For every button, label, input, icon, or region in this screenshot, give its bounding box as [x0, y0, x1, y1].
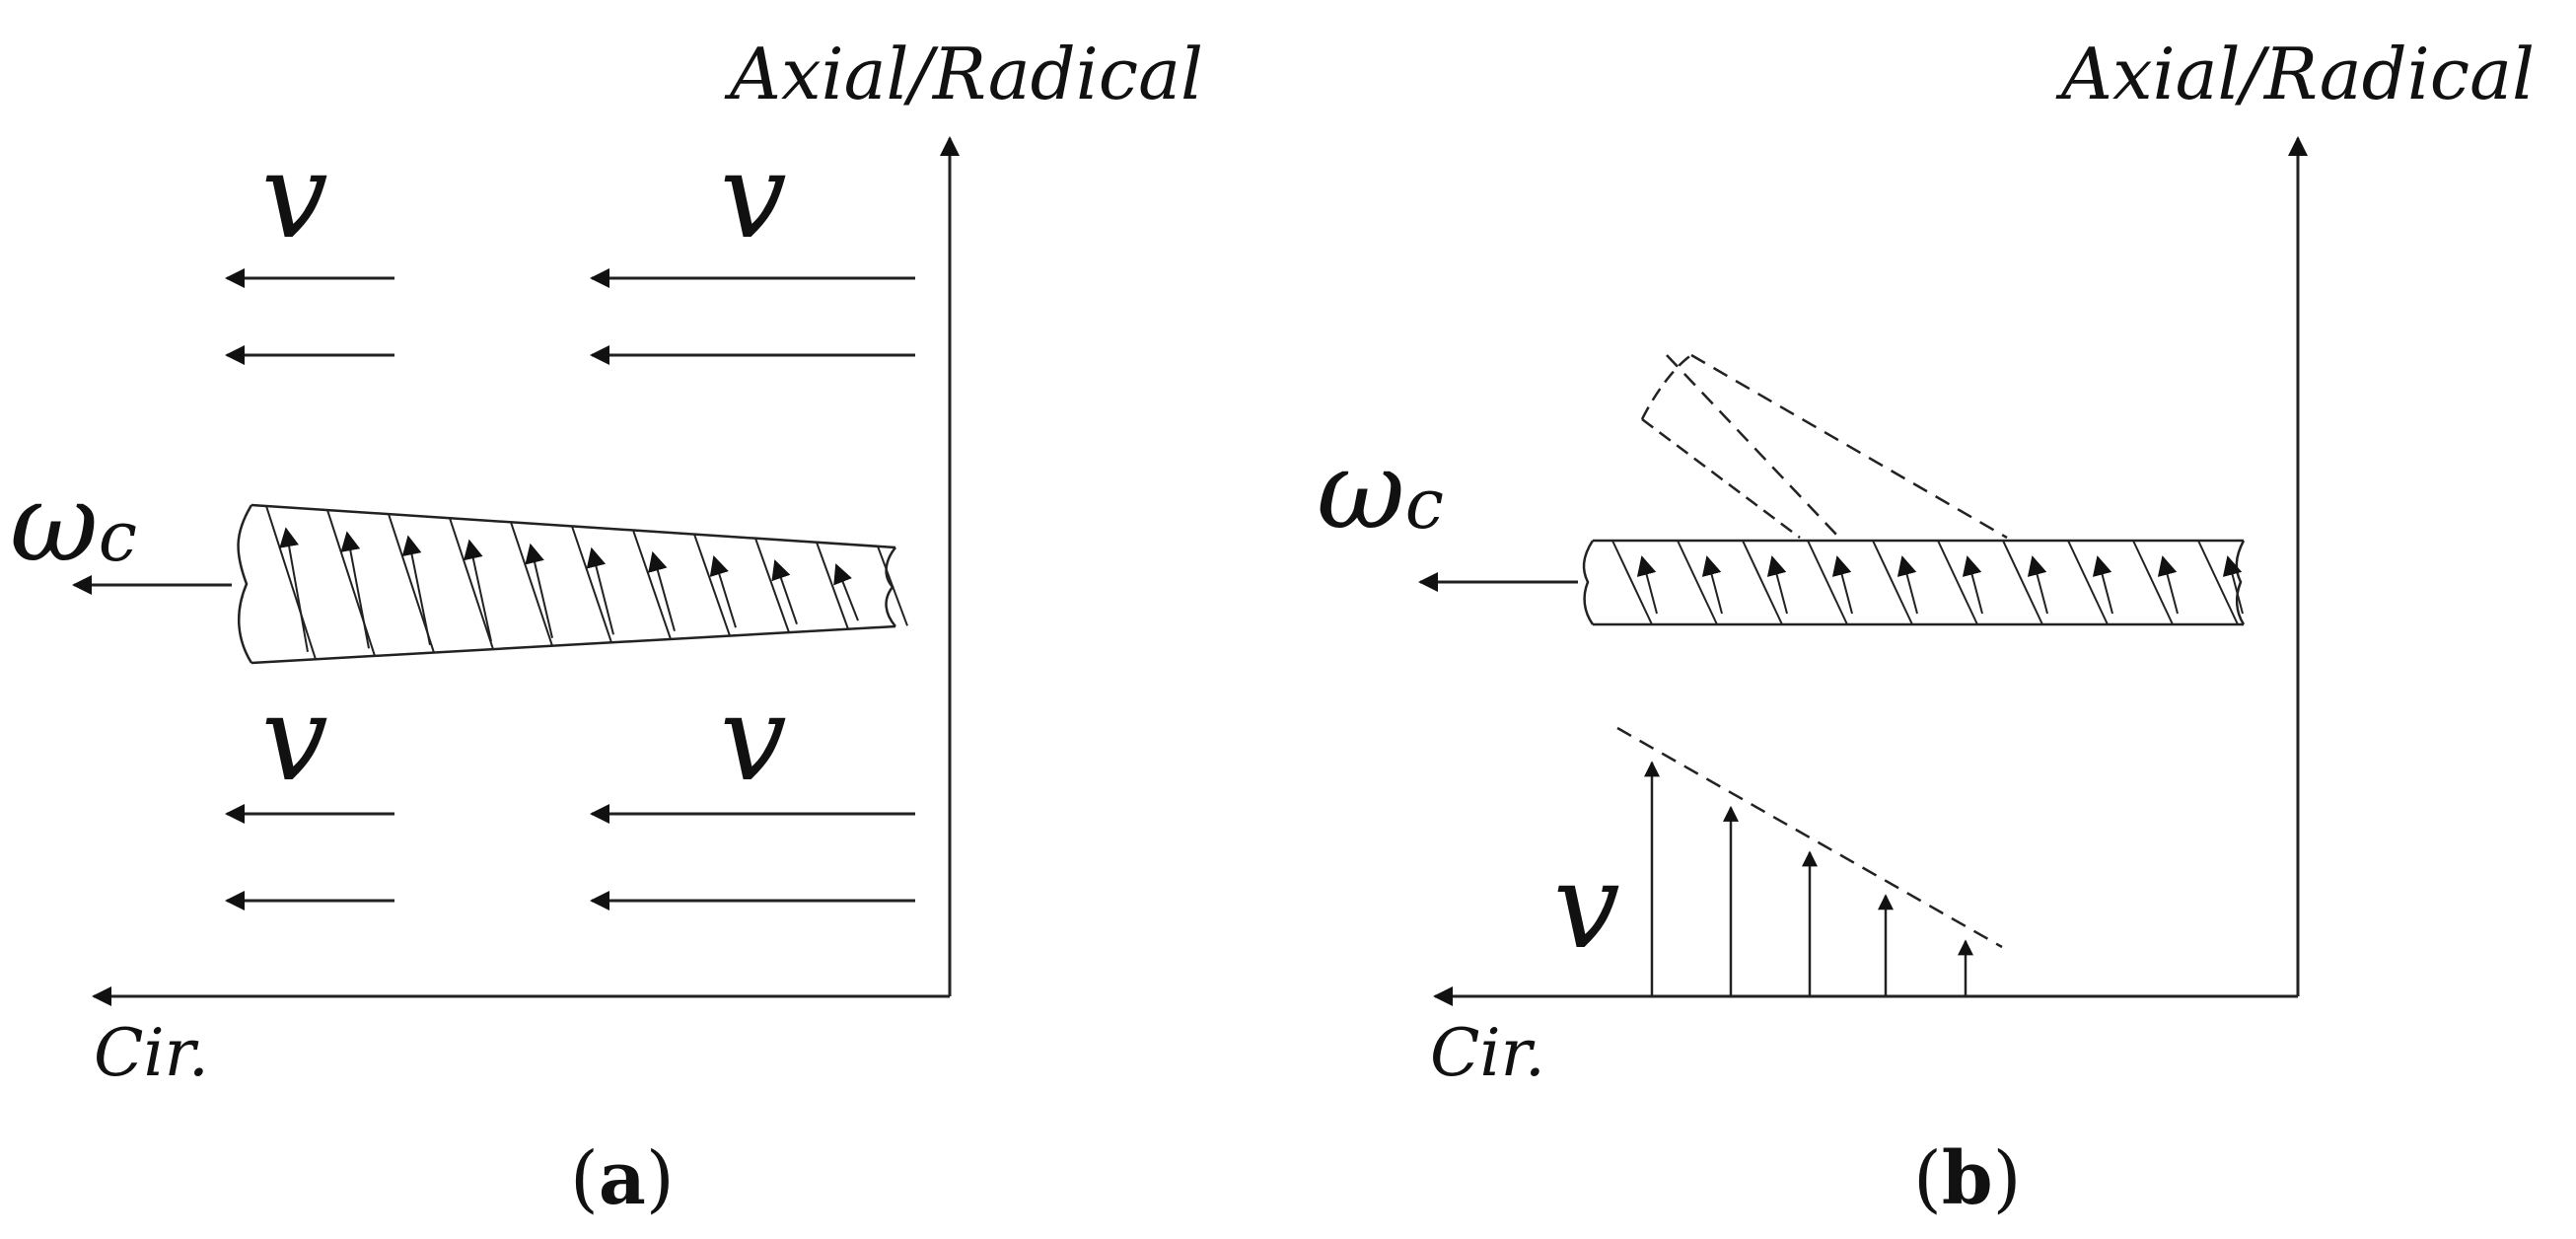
helix-arrow — [586, 547, 614, 635]
helix-arrow — [2157, 555, 2179, 615]
helix-arrow — [1636, 555, 1658, 615]
panel-b-caption: (b) — [1913, 1136, 2022, 1221]
panel-b-vortex-tube — [1582, 539, 2246, 626]
helix-arrow — [2222, 555, 2244, 615]
helix-arrow — [464, 539, 492, 642]
panel-b-velocity-label: v — [1553, 838, 1620, 976]
panel-a-omega-subscript: c — [99, 496, 137, 577]
helix-arrow — [1701, 555, 1723, 615]
helix-arrow — [279, 527, 309, 652]
panel-a-helix-stripes — [265, 505, 908, 660]
helix-stripe — [693, 534, 731, 636]
panel-a-velocity-label-top-right: v — [720, 128, 787, 265]
helix-arrow — [709, 554, 737, 628]
helix-stripe — [571, 526, 612, 643]
helix-arrow — [771, 559, 798, 624]
helix-stripe — [1742, 540, 1783, 625]
helix-stripe — [816, 542, 849, 630]
helix-arrow — [1766, 555, 1788, 615]
panel-b-axis-horizontal-label: Cir. — [1430, 1015, 1545, 1091]
helix-stripe — [2067, 540, 2109, 625]
helix-stripe — [1611, 540, 1653, 625]
helix-arrow — [1831, 555, 1853, 615]
helix-arrow — [833, 563, 859, 621]
helix-stripe — [2132, 540, 2174, 625]
panel-a-vortex-tube — [237, 503, 908, 665]
helix-arrow — [1896, 555, 1918, 615]
helix-arrow — [525, 543, 553, 638]
panel-a-helix-arrows — [279, 527, 859, 652]
helix-arrow — [401, 535, 431, 645]
panel-b-dashed-tube — [1640, 353, 2008, 540]
panel-a-axis-horizontal-label: Cir. — [94, 1015, 209, 1091]
helix-stripe — [632, 530, 672, 640]
helix-arrow — [648, 550, 676, 631]
helix-stripe — [1807, 540, 1848, 625]
helix-stripe — [1872, 540, 1913, 625]
helix-stripe — [510, 522, 553, 647]
helix-stripe — [877, 546, 908, 626]
panel-b-velocity-profile-envelope — [1616, 726, 2003, 949]
helix-arrow — [2092, 555, 2113, 615]
panel-a-axis-vertical-label: Axial/Radical — [724, 33, 1203, 115]
helix-stripe — [449, 517, 494, 650]
panel-b-velocity-profile-arrows — [1644, 761, 1973, 996]
helix-arrow — [1962, 555, 1983, 615]
panel-a-caption: (a) — [570, 1136, 675, 1221]
panel-b-omega-label: ωc — [1317, 427, 1444, 553]
helix-stripe — [1677, 540, 1718, 625]
helix-arrow — [340, 531, 370, 649]
panel-b-helix-arrows — [1636, 555, 2244, 615]
panel-a-velocity-label-bottom-left: v — [261, 671, 328, 808]
panel-a-velocity-label-bottom-right: v — [720, 671, 787, 808]
helix-stripe — [1937, 540, 1978, 625]
panel-a-omega-label: ωc — [10, 460, 137, 586]
panel-b-helix-stripes — [1611, 540, 2239, 625]
panel-b-omega-subscript: c — [1405, 464, 1444, 545]
helix-stripe — [265, 505, 317, 660]
helix-stripe — [754, 538, 790, 633]
panel-b-axis-vertical-label: Axial/Radical — [2055, 33, 2535, 115]
helix-stripe — [326, 509, 376, 657]
panel-a: Axial/Radical Cir. v v v v ωc (a) — [10, 33, 1203, 1221]
panel-b: Axial/Radical Cir. ωc v (b) — [1317, 33, 2535, 1221]
panel-a-velocity-label-top-left: v — [261, 128, 328, 265]
helix-stripe — [2002, 540, 2043, 625]
helix-arrow — [2027, 555, 2048, 615]
helix-stripe — [2197, 540, 2239, 625]
